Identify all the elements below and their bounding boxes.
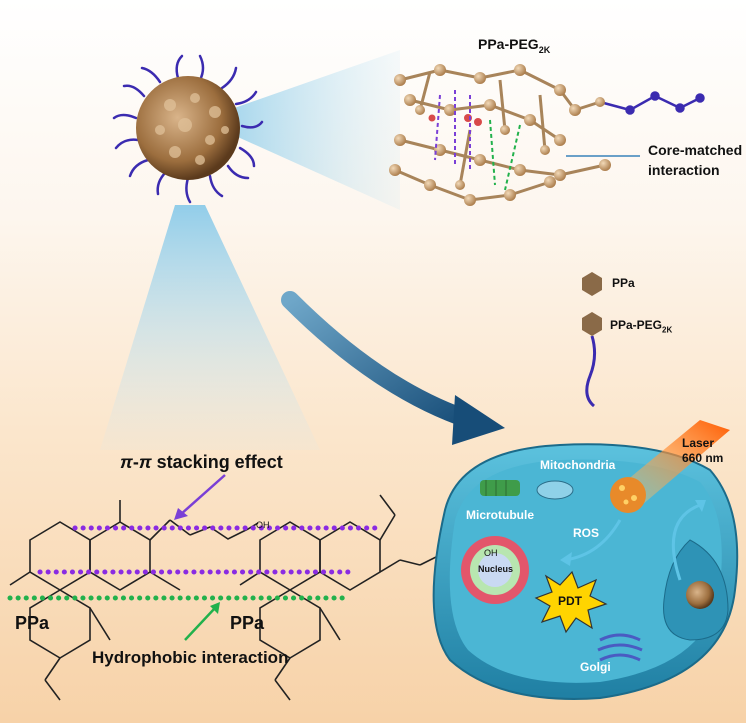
- hydrophobic-label: Hydrophobic interaction: [92, 648, 289, 667]
- molecular-model: [389, 64, 705, 206]
- laser-nanoparticle: [610, 477, 646, 513]
- cooh-chain-left: [189, 522, 259, 540]
- beam-to-molecule: [200, 50, 400, 210]
- delivery-arrowhead: [452, 395, 505, 445]
- pdt-burst: [534, 570, 608, 634]
- ros-label: ROS: [573, 526, 600, 540]
- pi-stacking-dots: [37, 525, 383, 575]
- ppa-structure-left: [9, 500, 191, 701]
- nucleus-organelle: [461, 536, 529, 604]
- laser-beam: [615, 420, 730, 505]
- legend-peg-chain: [585, 335, 597, 408]
- legend-ppa-peg-hexagon: [582, 312, 602, 336]
- golgi-organelle: [597, 633, 643, 662]
- legend-ppa-label: PPa: [612, 276, 635, 290]
- ppa-right-label: PPa: [230, 613, 265, 633]
- microtubule-label: Microtubule: [466, 508, 534, 522]
- beam-to-stacking: [100, 205, 320, 450]
- golgi-label: Golgi: [580, 660, 611, 674]
- nanoparticle-texture: [155, 93, 229, 165]
- internalized-nanoparticle: [686, 581, 714, 609]
- delivery-arrow: [281, 291, 479, 429]
- legend-ppa-peg-label: PPa-PEG2K: [610, 318, 673, 335]
- uptake-arrow: [671, 503, 701, 581]
- mitochondria-organelle: [536, 480, 574, 500]
- pi-stacking-label: π-π stacking effect: [120, 452, 283, 472]
- ppa-left-label: PPa: [15, 613, 50, 633]
- cooh-right-label: OH: [484, 548, 498, 558]
- ros-arrow: [564, 519, 622, 562]
- hydrophobic-arrow: [184, 607, 216, 641]
- nucleus-label: Nucleus: [478, 564, 514, 574]
- mitochondria-label: Mitochondria: [540, 458, 616, 472]
- legend-ppa-hexagon: [582, 272, 602, 296]
- cell-inner: [449, 459, 722, 683]
- ppa-peg2k-title: PPa-PEG2K: [478, 36, 551, 55]
- microtubule-organelle: [480, 480, 520, 496]
- pi-stacking-arrow: [179, 474, 226, 516]
- peg-tail-top: [599, 91, 705, 115]
- pdt-label: PDT: [558, 594, 582, 608]
- cooh-left-label: OH: [256, 520, 270, 530]
